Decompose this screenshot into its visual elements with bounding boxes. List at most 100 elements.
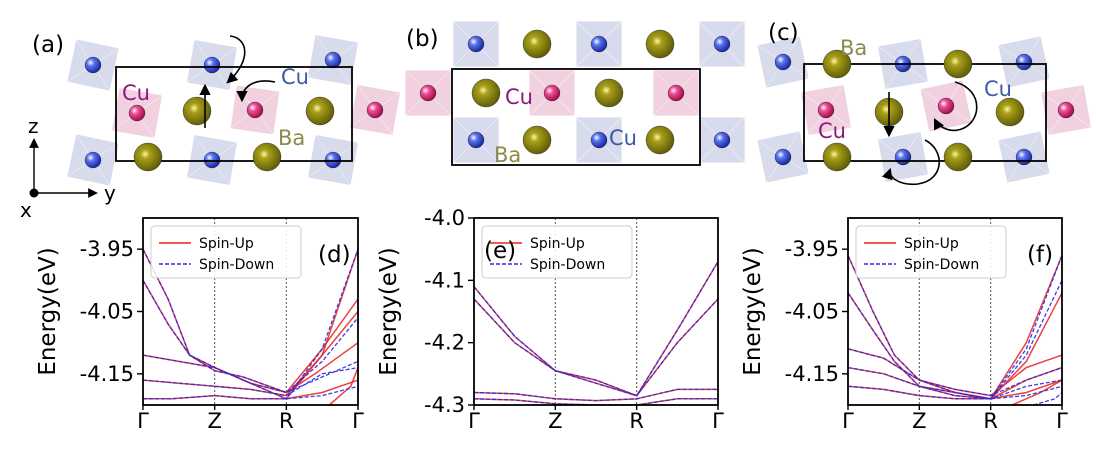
atom-label-cu-blue: Cu [609,126,637,150]
cu-blue-atom [203,151,221,169]
spin-up-band [328,367,358,405]
legend-box [855,225,1007,279]
atom-label-cu-pink: Cu [505,85,533,109]
spin-down-band [474,298,718,397]
spin-down-band [143,248,358,394]
legend-entry-spin-down: Spin-Down [530,257,605,273]
ba-atom [822,49,852,79]
y-tick-label: -4.2 [424,331,465,355]
spin-down-band [848,255,1062,400]
spin-up-band [474,261,718,397]
spin-down-band [848,366,1062,400]
spin-down-band [474,388,718,402]
y-tick-label: -4.15 [785,362,839,386]
spin-down-band [1033,392,1062,405]
x-tick-label: Γ [1056,409,1068,433]
cu-blue-atom [713,35,731,53]
ba-atom [522,29,552,59]
ba-atom [822,142,852,172]
cu-blue-atom [1015,53,1033,71]
cu-blue-atom [84,151,102,169]
cu-pink-atom [366,101,384,119]
x-tick-label: Z [912,409,926,433]
panel-label-b: (b) [406,26,439,52]
x-tick-label: Γ [468,409,480,433]
atom-label-cu-pink: Cu [818,119,846,143]
unit-cell [803,63,1047,162]
spin-up-band [143,311,358,397]
cu-blue-atom [203,56,221,74]
x-tick-label: Z [548,409,562,433]
ba-atom [995,97,1025,127]
x-tick-label: Γ [712,409,724,433]
cu-pink-atom [543,84,561,102]
bands [848,255,1062,405]
cu-blue-atom [467,35,485,53]
spin-down-band [474,261,718,397]
rotation-arrow [881,139,940,186]
cu-blue-atom [894,148,912,166]
panel-label-c: (c) [768,20,799,46]
y-axis-title: Energy(eV) [35,247,61,375]
cu-blue-atom [590,131,608,149]
cu-blue-atom [590,35,608,53]
spin-down-band [848,255,1062,400]
cu-blue-atom [1015,148,1033,166]
cu-blue-atom [774,148,792,166]
x-tick-label: Γ [842,409,854,433]
cu-blue-atom [84,56,102,74]
cu-blue-atom [713,131,731,149]
spin-up-band [848,292,1062,400]
unit-cell [451,68,701,166]
panel-label-e: (e) [484,238,516,264]
cu-blue-atom [774,53,792,71]
legend-entry-spin-up: Spin-Up [199,236,254,252]
x-tick-label: Z [207,409,221,433]
ba-atom [252,142,282,172]
ba-atom [522,125,552,155]
panel-label-a: (a) [32,32,64,58]
spin-down-band [143,354,358,394]
y-tick-label: -3.95 [80,237,134,261]
y-tick-label: -3.95 [785,237,839,261]
y-axis-title: Energy(eV) [740,247,766,375]
ba-atom [943,49,973,79]
cu-blue-atom [467,131,485,149]
cu-blue-atom [324,151,342,169]
cu-pink-atom [246,101,264,119]
rotation-arrow [226,35,246,84]
axis-label-z: z [28,114,39,138]
x-tick-label: R [629,409,644,433]
spin-up-band [474,398,718,405]
legend-entry-spin-down: Spin-Down [199,257,274,273]
ba-atom [305,96,335,126]
legend-box [150,225,302,279]
y-tick-label: -4.3 [424,393,465,417]
ba-atom [943,142,973,172]
axis-label-y: y [104,181,116,205]
unit-cell [115,66,353,162]
y-tick-label: -4.05 [785,300,839,324]
legend-entry-spin-up: Spin-Up [904,236,959,252]
spin-down-band [848,348,1062,397]
cu-pink-atom [128,104,146,122]
cu-pink-atom [1057,101,1075,119]
y-axis-title: Energy(eV) [376,247,402,375]
ba-atom [182,96,212,126]
atom-label-cu-pink: Cu [122,81,150,105]
spin-down-band [474,398,718,405]
legend-entry-spin-down: Spin-Down [904,257,979,273]
cu-pink-atom [667,84,685,102]
axis-label-x: x [20,198,32,222]
y-tick-label: -4.15 [80,362,134,386]
bands [143,248,358,405]
x-tick-label: R [279,409,294,433]
